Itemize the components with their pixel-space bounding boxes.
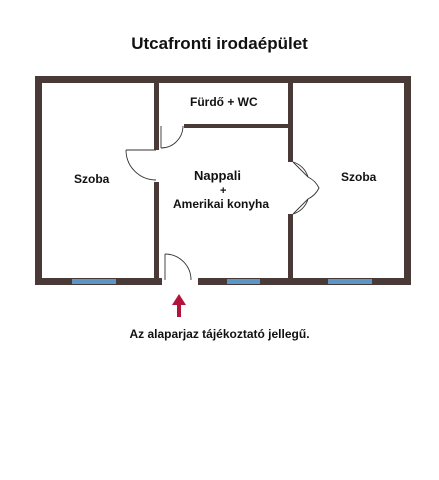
plan-title: Utcafronti irodaépület <box>131 34 308 53</box>
room-label-living: Nappali <box>194 168 241 183</box>
window-left <box>72 279 116 284</box>
room-label-living-plus: + <box>220 185 227 197</box>
wall-top <box>35 76 411 83</box>
room-label-bathroom: Fürdő + WC <box>190 95 258 109</box>
window-middle <box>227 279 260 284</box>
door-entrance <box>164 253 192 281</box>
room-label-kitchen: Amerikai konyha <box>173 197 270 211</box>
disclaimer-note: Az alaparjaz tájékoztató jellegű. <box>129 327 310 341</box>
wall-right <box>404 76 411 285</box>
wall-bottom <box>35 278 411 285</box>
door-right-room <box>292 161 320 215</box>
window-right <box>328 279 372 284</box>
room-label-left-room: Szoba <box>74 172 110 186</box>
room-label-right-room: Szoba <box>341 170 377 184</box>
door-bathroom <box>160 125 184 149</box>
door-left-room <box>125 149 157 181</box>
wall-bath-bottom-right <box>184 124 288 128</box>
entrance-arrow-icon <box>172 294 186 317</box>
wall-left <box>35 76 42 285</box>
windows <box>72 279 372 284</box>
